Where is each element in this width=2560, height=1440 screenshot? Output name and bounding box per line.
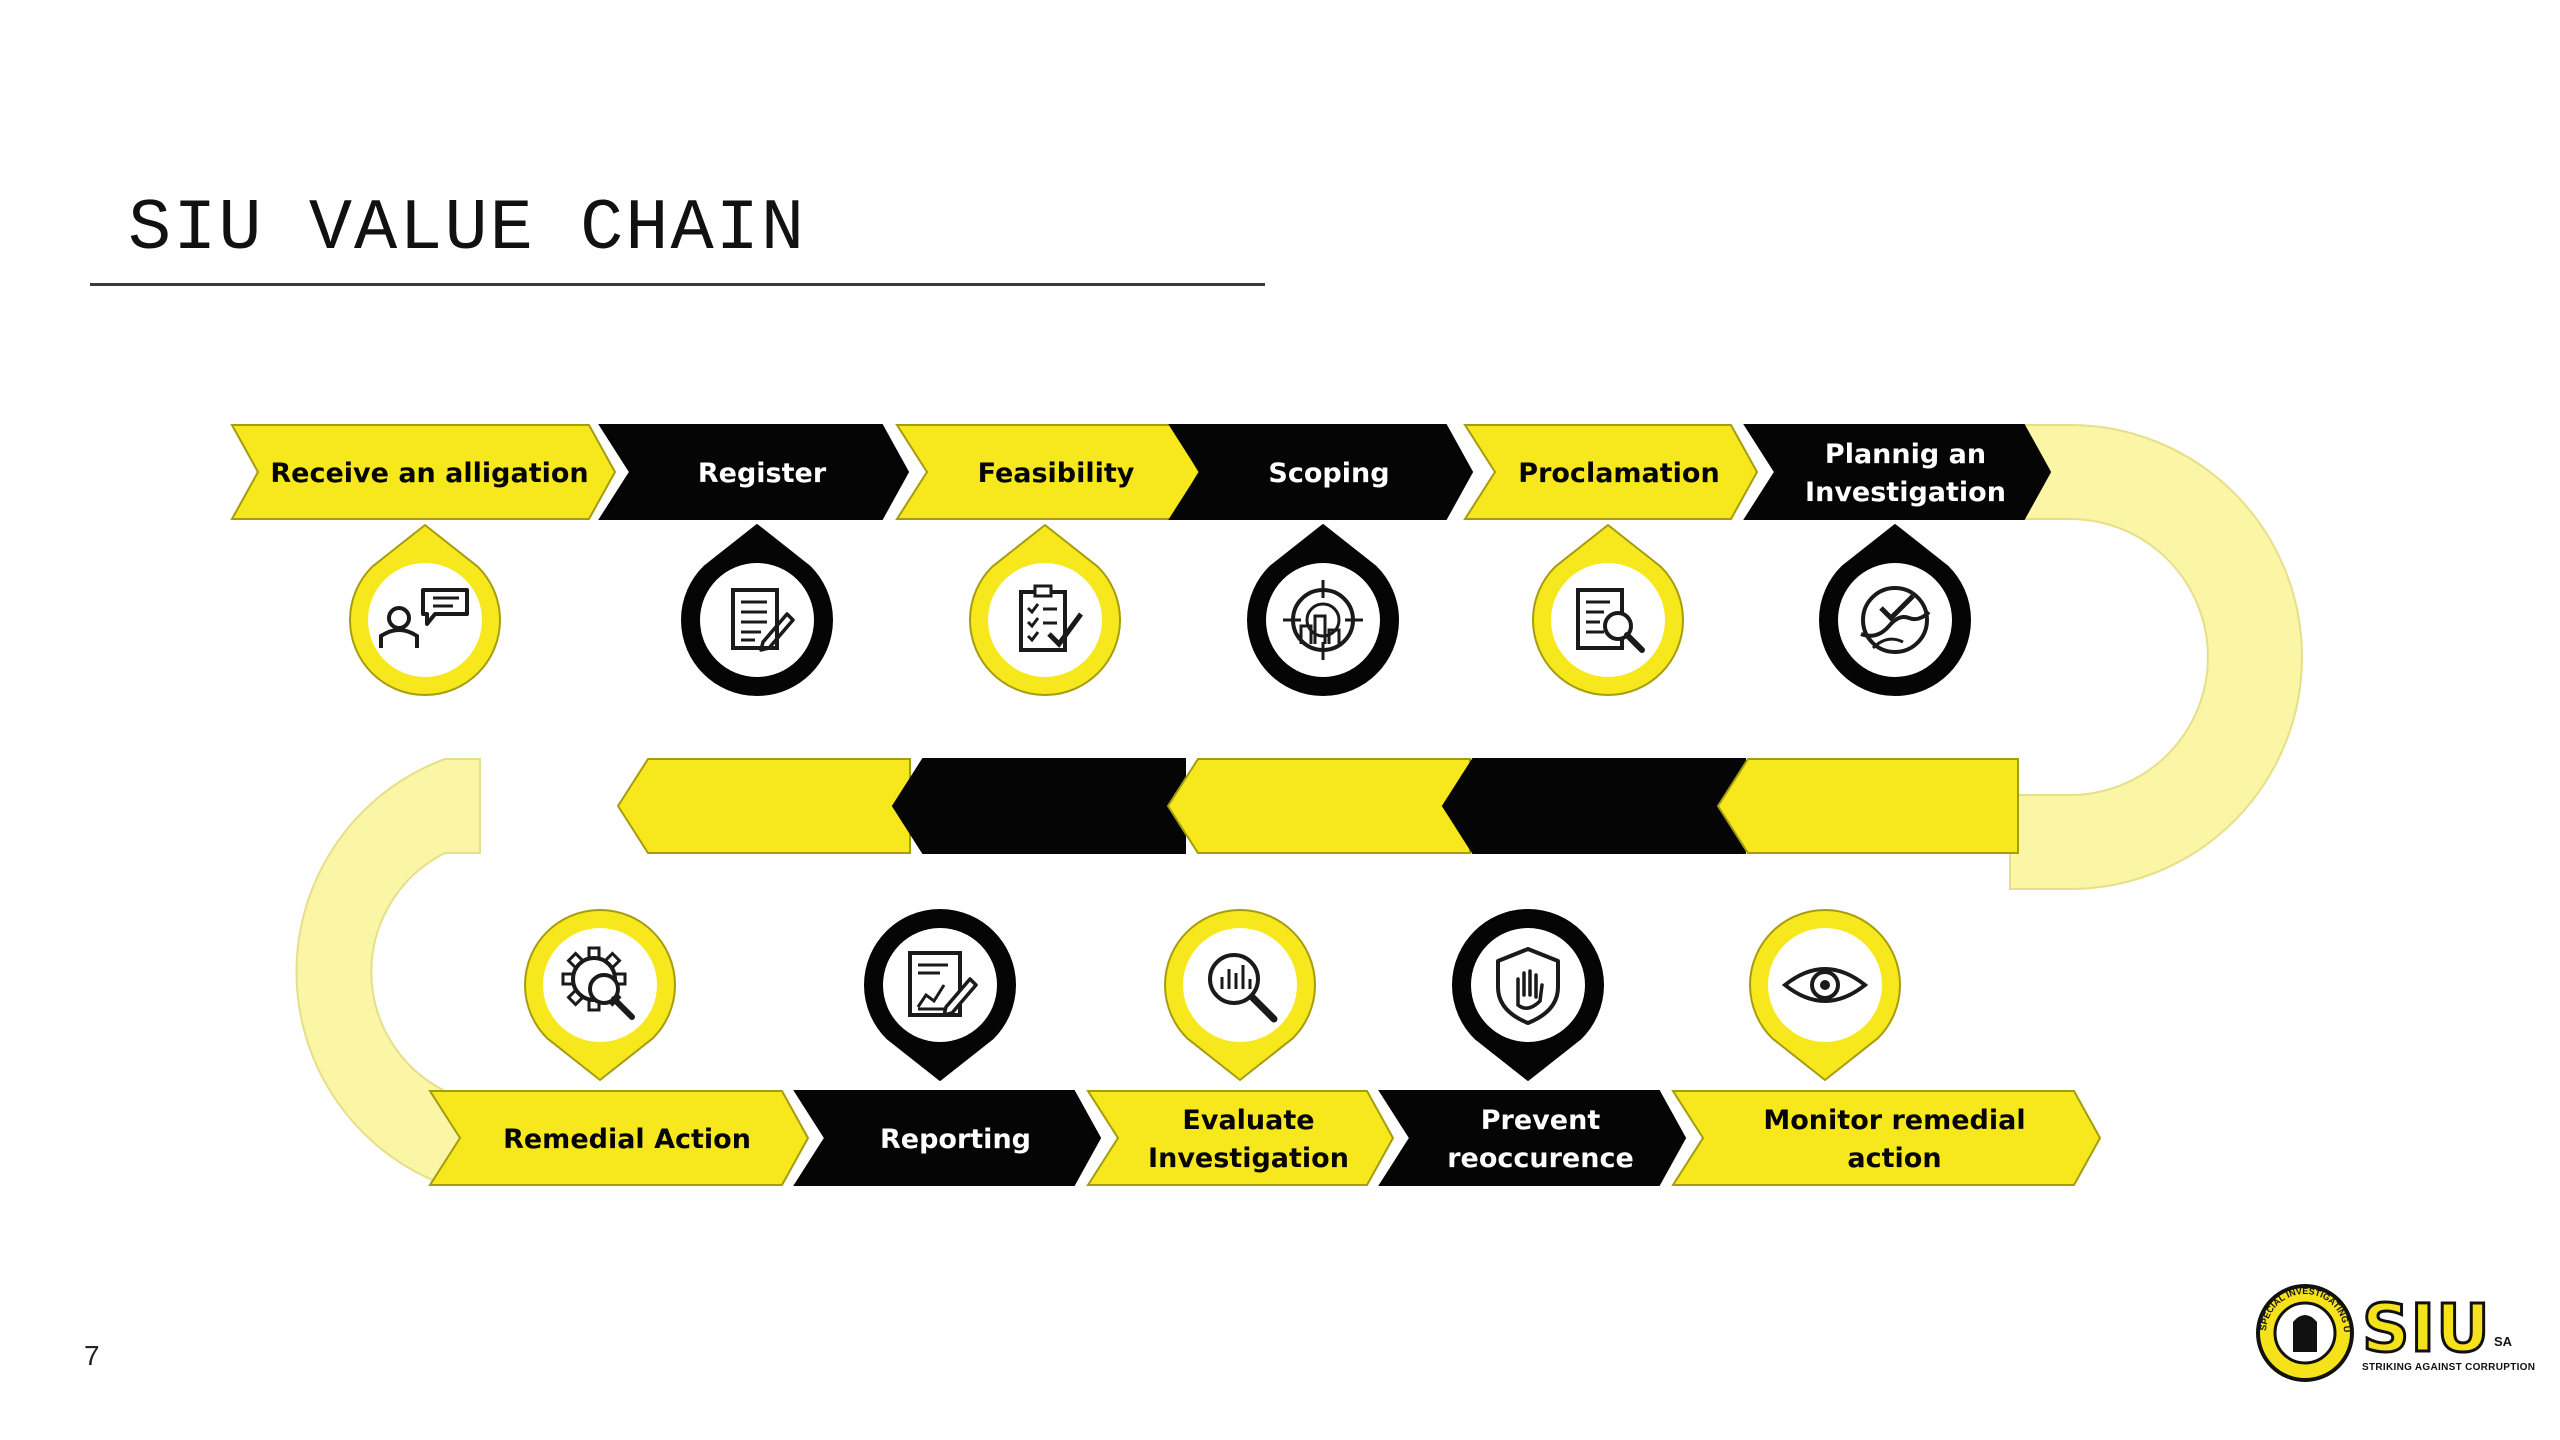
bottom-step-2-label-line: Reporting: [880, 1124, 1031, 1155]
left-turn-band: [295, 758, 481, 1186]
bottom-step-5-shape: [1671, 1090, 2102, 1186]
target-chart-icon: [1283, 580, 1363, 660]
eye-icon: [1781, 967, 1869, 1003]
bottom-step-1-pin: [524, 909, 676, 1081]
clipboard-check-icon: [1019, 584, 1084, 652]
return-arrow-5: [1716, 758, 2019, 854]
top-step-5: Proclamation: [1463, 424, 1759, 520]
siu-logo-wordmark: SIU: [2361, 1290, 2492, 1367]
siu-logo-tagline: STRIKING AGAINST CORRUPTION: [2362, 1362, 2536, 1373]
return-arrow-3: [1166, 758, 1471, 854]
bottom-step-3-label-line: Evaluate: [1182, 1105, 1314, 1136]
return-arrow-5-shape: [1716, 758, 2019, 854]
return-arrow-4: [1441, 758, 1746, 854]
right-turn-band: [2009, 424, 2303, 890]
return-arrow-1: [616, 758, 911, 854]
return-arrow-2-shape: [891, 758, 1186, 854]
bottom-step-5-label-line: action: [1847, 1143, 1941, 1174]
bottom-step-5-label-line: Monitor remedial: [1763, 1105, 2025, 1136]
bottom-step-4-label-line: Prevent: [1481, 1105, 1601, 1136]
bottom-step-3-pin: [1164, 909, 1316, 1081]
top-step-5-shape: [1463, 424, 1759, 520]
magnify-chart-icon: [1208, 953, 1278, 1023]
top-step-2-shape: [598, 424, 910, 520]
return-arrow-1-shape: [616, 758, 911, 854]
top-step-4-pin-inner: [1266, 563, 1380, 677]
top-step-1-shape: [230, 424, 617, 520]
siu-logo-suffix: SA: [2494, 1334, 2513, 1349]
bottom-step-3-shape: [1086, 1090, 1395, 1186]
bottom-step-1-shape: [428, 1090, 810, 1186]
shield-hand-icon: [1496, 947, 1560, 1025]
top-step-6-label-line: Plannig an: [1825, 439, 1986, 470]
planning-handshake-icon: [1860, 586, 1931, 654]
bottom-step-4-pin-inner: [1471, 928, 1585, 1042]
top-step-2-label-line: Register: [698, 458, 827, 489]
document-search-icon: [1576, 588, 1645, 653]
bottom-step-1: Remedial Action: [428, 1090, 810, 1186]
top-step-6-shape: [1743, 424, 2052, 520]
bottom-step-4-shape: [1378, 1090, 1687, 1186]
return-arrow-4-shape: [1441, 758, 1746, 854]
top-step-1-label-line: Receive an alligation: [270, 458, 588, 489]
bottom-step-4-pin: [1452, 909, 1604, 1081]
register-document-icon: [731, 588, 795, 652]
page-number: 7: [84, 1340, 100, 1371]
top-step-2: Register: [598, 424, 910, 520]
top-step-3-label-line: Feasibility: [978, 458, 1135, 489]
person-speech-icon: [379, 588, 469, 648]
bottom-step-2-pin-inner: [883, 928, 997, 1042]
top-step-5-pin: [1532, 524, 1684, 696]
top-step-6-pin: [1819, 524, 1971, 696]
bottom-step-5-pin: [1749, 909, 1901, 1081]
return-arrow-2: [891, 758, 1186, 854]
bottom-step-3-pin-inner: [1183, 928, 1297, 1042]
bottom-step-1-label-line: Remedial Action: [503, 1124, 751, 1155]
top-step-4-label-line: Scoping: [1268, 458, 1389, 489]
title-underline: [90, 283, 1265, 286]
bottom-step-3-label-line: Investigation: [1148, 1143, 1349, 1174]
top-step-4-shape: [1168, 424, 1474, 520]
top-step-1: Receive an alligation: [230, 424, 617, 520]
top-step-3-pin-inner: [988, 563, 1102, 677]
top-step-6-label-line: Investigation: [1805, 477, 2006, 508]
top-step-5-label-line: Proclamation: [1518, 458, 1719, 489]
report-chart-icon: [908, 951, 978, 1017]
bottom-step-2-pin: [864, 909, 1016, 1081]
slide-title: SIU VALUE CHAIN: [128, 188, 807, 270]
bottom-step-5: Monitor remedial action: [1671, 1090, 2102, 1186]
return-arrow-3-shape: [1166, 758, 1471, 854]
bottom-step-4-label-line: reoccurence: [1447, 1143, 1634, 1174]
bottom-step-4: Prevent reoccurence: [1378, 1090, 1687, 1186]
bottom-step-2-shape: [793, 1090, 1102, 1186]
top-step-3: Feasibility: [895, 424, 1201, 520]
top-step-2-pin: [681, 524, 833, 696]
bottom-step-2: Reporting: [793, 1090, 1102, 1186]
gear-search-icon: [561, 946, 635, 1020]
top-step-2-pin-inner: [700, 563, 814, 677]
top-step-6: Plannig an Investigation: [1743, 424, 2052, 520]
top-step-4: Scoping: [1168, 424, 1474, 520]
top-step-1-pin: [349, 524, 501, 696]
top-step-4-pin: [1247, 524, 1399, 696]
top-step-3-pin: [969, 524, 1121, 696]
